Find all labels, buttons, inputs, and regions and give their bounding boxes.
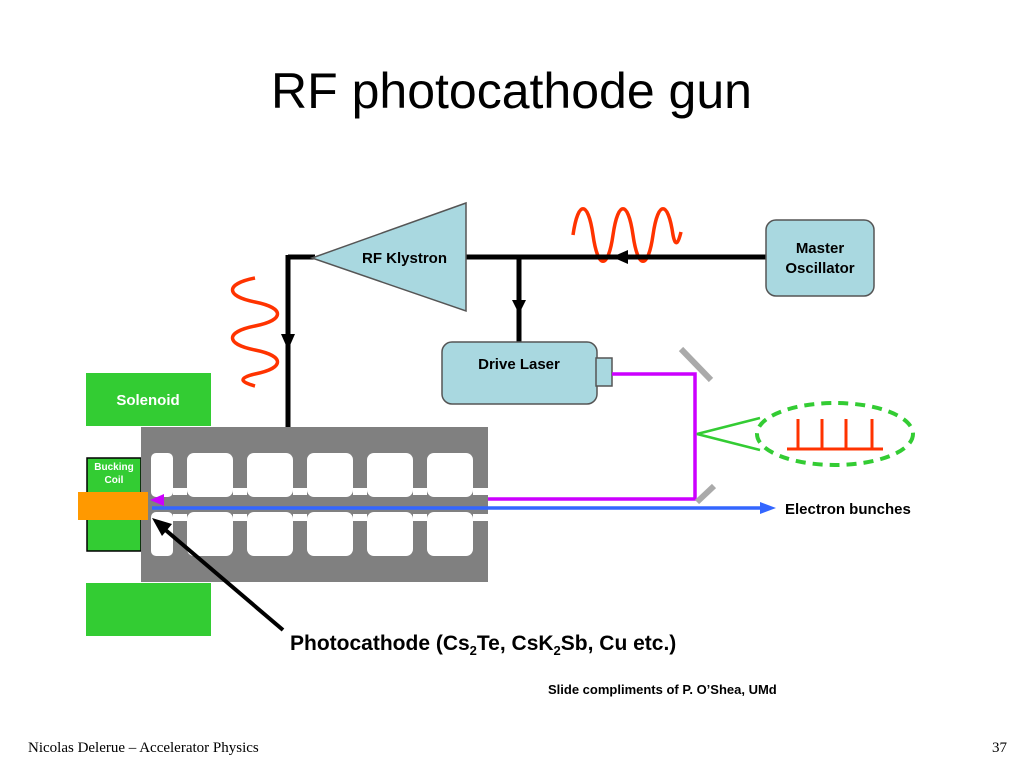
photocathode-sub1: 2 (470, 643, 477, 658)
electron-beam-arrowhead (760, 502, 776, 514)
cavity-cells (151, 453, 488, 556)
rf-klystron-shape (309, 201, 467, 313)
pulse-callout-pointer (696, 416, 761, 452)
page-number: 37 (992, 740, 1007, 756)
bucking-coil-line2: Coil (105, 475, 124, 486)
photocathode-pointer (160, 525, 285, 632)
photocathode-label-part1: Photocathode (Cs (290, 632, 470, 655)
master-oscillator-line1: Master (796, 240, 845, 257)
photocathode-label: Photocathode (Cs2Te, CsK2Sb, Cu etc.) (290, 632, 676, 658)
pulse-train-ellipse (755, 401, 915, 467)
solenoid-top (86, 373, 211, 426)
bucking-coil-line1: Bucking (94, 462, 133, 473)
footer-author: Nicolas Delerue – Accelerator Physics (28, 740, 259, 756)
laser-beam-arrowhead (150, 494, 164, 506)
rf-klystron-label: RF Klystron (362, 250, 447, 267)
photocathode-pointer-head (152, 518, 172, 536)
arrow-to-cavity (281, 334, 295, 350)
drive-laser-port (595, 357, 613, 387)
solenoid-bottom (86, 583, 211, 636)
drive-laser-label: Drive Laser (478, 356, 560, 373)
rf-wave-vertical (231, 276, 279, 388)
arrow-to-klystron (612, 250, 628, 264)
photocathode-label-part3: Sb, Cu etc.) (561, 632, 677, 655)
master-oscillator-line2: Oscillator (785, 260, 854, 277)
arrow-to-laser (512, 300, 526, 314)
mirror-bottom (694, 483, 717, 505)
photocathode-sub2: 2 (554, 643, 561, 658)
photocathode-label-part2: Te, CsK (477, 632, 554, 655)
master-oscillator-box (765, 219, 875, 297)
slide-credit: Slide compliments of P. O’Shea, UMd (548, 682, 777, 697)
drive-laser-box (441, 341, 598, 405)
cavity-body (141, 427, 488, 582)
mirror-top (678, 346, 714, 383)
electron-bunches-label: Electron bunches (785, 501, 911, 518)
solenoid-label: Solenoid (116, 392, 179, 409)
photocathode-element (78, 492, 148, 520)
slide-title: RF photocathode gun (271, 63, 752, 119)
laser-pulse-train (787, 419, 883, 451)
rf-wave-horizontal (571, 207, 683, 263)
